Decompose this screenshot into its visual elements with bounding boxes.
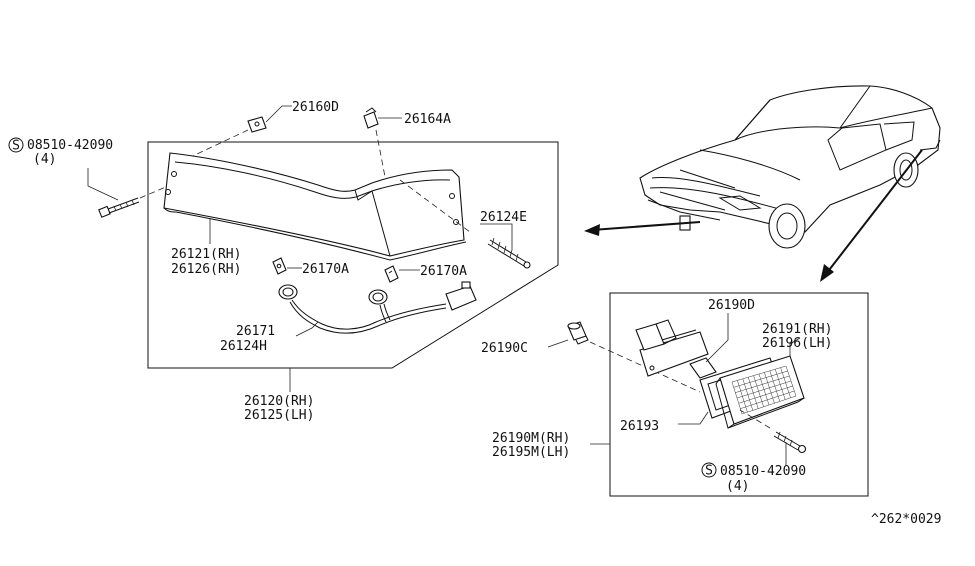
label-26170a-right: 26170A bbox=[420, 264, 467, 279]
lamp-lens-26191-part bbox=[715, 355, 805, 429]
label-26124h: 26124H bbox=[220, 339, 267, 354]
s-symbol-left-text: S bbox=[12, 139, 20, 154]
bulb-26190c-part bbox=[567, 321, 589, 345]
harness-part bbox=[278, 281, 477, 334]
side-lamp-lens-part bbox=[163, 152, 467, 261]
label-26126-rh: 26126(RH) bbox=[171, 262, 241, 277]
lens-grid-line bbox=[731, 365, 787, 383]
leader-26160d bbox=[265, 105, 292, 123]
right-group-frame bbox=[609, 292, 869, 497]
lens-grid-line bbox=[738, 385, 793, 404]
s-symbol-right bbox=[701, 462, 717, 478]
label-26190c: 26190C bbox=[481, 341, 528, 356]
car-illustration bbox=[639, 85, 941, 249]
s-symbol-right-text: S bbox=[705, 464, 713, 479]
lens-grid-line bbox=[735, 375, 790, 393]
socket-26170a-right-part bbox=[384, 265, 399, 283]
dash-nut bbox=[375, 129, 387, 183]
label-26121-rh: 26121(RH) bbox=[171, 247, 241, 262]
lens-grid-line bbox=[733, 370, 788, 388]
label-26125-lh: 26125(LH) bbox=[244, 408, 314, 423]
dash-lens-screw bbox=[399, 179, 471, 233]
arrow-to-right-group bbox=[820, 149, 923, 282]
label-26196-lh: 26196(LH) bbox=[762, 336, 832, 351]
clip-26160d-part bbox=[247, 116, 267, 133]
leader-26191 bbox=[789, 337, 801, 356]
leader-26190d bbox=[705, 313, 729, 363]
socket-26170a-left-part bbox=[272, 257, 287, 275]
reference-code: ^262*0029 bbox=[871, 512, 941, 527]
label-26170a-left: 26170A bbox=[302, 262, 349, 277]
label-26195m-lh: 26195M(LH) bbox=[492, 445, 570, 460]
label-26171: 26171 bbox=[236, 324, 275, 339]
label-26160d: 26160D bbox=[292, 100, 339, 115]
label-bolt-right: 08510-42090 bbox=[720, 464, 806, 479]
lens-grid-line bbox=[741, 395, 797, 415]
screw-right-part bbox=[773, 431, 807, 454]
leader-26190c bbox=[547, 339, 569, 348]
nut-26164a-part bbox=[363, 107, 379, 129]
label-bolt-right-qty: (4) bbox=[726, 479, 749, 494]
lens-grid-line bbox=[736, 380, 792, 399]
label-26191-rh: 26191(RH) bbox=[762, 322, 832, 337]
lens-grid bbox=[731, 365, 797, 415]
screw-26124e-part bbox=[487, 237, 531, 269]
label-26164a: 26164A bbox=[404, 112, 451, 127]
label-26190m-rh: 26190M(RH) bbox=[492, 431, 570, 446]
dash-bolt-left bbox=[139, 185, 169, 199]
label-26124e: 26124E bbox=[480, 210, 527, 225]
leader-26124e bbox=[480, 223, 513, 250]
lamp-socket-part bbox=[635, 319, 709, 377]
label-26120-rh: 26120(RH) bbox=[244, 394, 314, 409]
label-bolt-left: 08510-42090 bbox=[27, 138, 113, 153]
label-26190d: 26190D bbox=[708, 298, 755, 313]
s-symbol-left bbox=[8, 137, 24, 153]
gasket-26190d-part bbox=[689, 357, 717, 379]
bolt-left-part bbox=[98, 197, 140, 218]
dash-screw-right bbox=[739, 409, 771, 429]
leader-harness bbox=[295, 321, 319, 337]
label-26193: 26193 bbox=[620, 419, 659, 434]
lens-grid-line bbox=[740, 390, 795, 409]
left-group-frame bbox=[147, 141, 559, 369]
leader-26193 bbox=[678, 411, 709, 425]
arrow-to-left-group bbox=[584, 221, 701, 236]
label-bolt-left-qty: (4) bbox=[33, 152, 56, 167]
leader-bolt-left bbox=[87, 168, 119, 201]
